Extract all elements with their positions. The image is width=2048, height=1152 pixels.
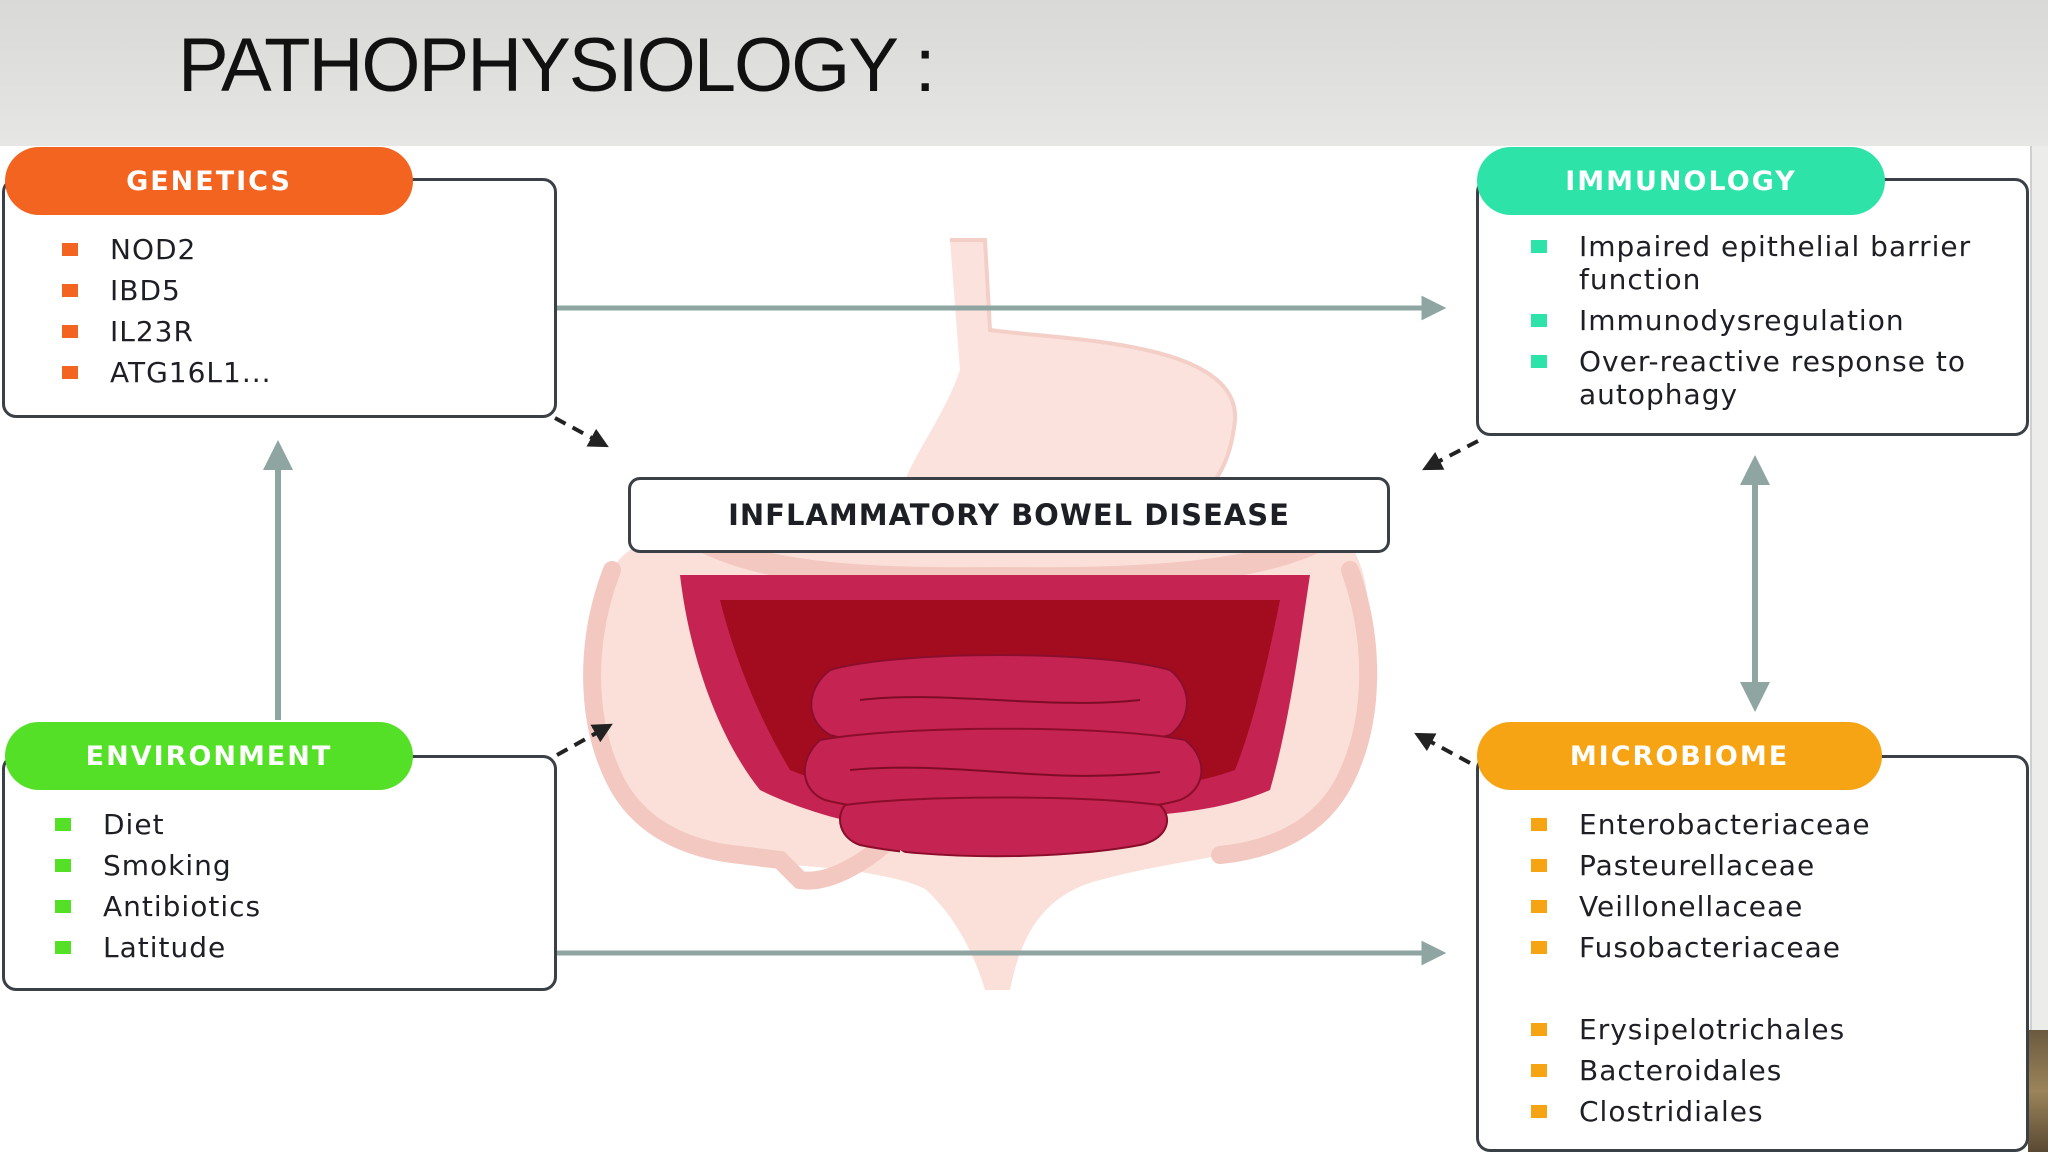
slide-title: PATHOPHYSIOLOGY : bbox=[178, 23, 936, 108]
list-item: IL23R bbox=[52, 311, 272, 352]
bullet-square-icon bbox=[62, 325, 78, 338]
bullet-square-icon bbox=[55, 941, 71, 954]
dashed-arrow-genetics-to-ibd bbox=[554, 416, 609, 448]
microbiome-increased-list: Enterobacteriaceae Pasteurellaceae Veill… bbox=[1521, 804, 1871, 968]
list-item: Latitude bbox=[45, 927, 261, 968]
bullet-square-icon bbox=[1531, 818, 1547, 831]
dashed-arrow-immunology-to-ibd bbox=[1422, 439, 1479, 471]
bullet-square-icon bbox=[55, 818, 71, 831]
list-item: ATG16L1... bbox=[52, 352, 272, 393]
bullet-square-icon bbox=[1531, 900, 1547, 913]
bullet-square-icon bbox=[1531, 859, 1547, 872]
environment-list: Diet Smoking Antibiotics Latitude bbox=[45, 804, 261, 968]
list-item: Antibiotics bbox=[45, 886, 261, 927]
list-item: Pasteurellaceae bbox=[1521, 845, 1871, 886]
environment-panel bbox=[2, 755, 557, 991]
corner-decoration bbox=[2028, 1030, 2048, 1152]
list-item: Bacteroidales bbox=[1521, 1050, 1845, 1091]
bullet-square-icon bbox=[62, 243, 78, 256]
dashed-arrow-environment-to-ibd bbox=[556, 723, 613, 757]
list-item: Clostridiales bbox=[1521, 1091, 1845, 1132]
microbiome-tag: MICROBIOME bbox=[1477, 722, 1882, 790]
bullet-square-icon bbox=[1531, 1023, 1547, 1036]
slide-title-bar bbox=[0, 0, 2048, 146]
microbiome-panel bbox=[1476, 755, 2029, 1152]
genetics-list: NOD2 IBD5 IL23R ATG16L1... bbox=[52, 229, 272, 393]
microbiome-decreased-list: Erysipelotrichales Bacteroidales Clostri… bbox=[1521, 1009, 1845, 1132]
list-item: Erysipelotrichales bbox=[1521, 1009, 1845, 1050]
genetics-tag: GENETICS bbox=[5, 147, 413, 215]
bullet-square-icon bbox=[55, 900, 71, 913]
ibd-label: INFLAMMATORY BOWEL DISEASE bbox=[628, 477, 1390, 553]
bullet-square-icon bbox=[62, 366, 78, 379]
list-item: IBD5 bbox=[52, 270, 272, 311]
immunology-tag: IMMUNOLOGY bbox=[1477, 147, 1885, 215]
list-item: Veillonellaceae bbox=[1521, 886, 1871, 927]
list-item: Immunodysregulation bbox=[1521, 304, 2021, 337]
ibd-diagram-art bbox=[263, 238, 1770, 1123]
list-item: Enterobacteriaceae bbox=[1521, 804, 1871, 845]
genetics-panel bbox=[2, 178, 557, 418]
bullet-square-icon bbox=[1531, 240, 1547, 253]
small-intestine-illustration bbox=[803, 654, 1203, 858]
list-item: Impaired epithelial barrier function bbox=[1521, 230, 2021, 296]
environment-tag: ENVIRONMENT bbox=[5, 722, 413, 790]
list-item: Fusobacteriaceae bbox=[1521, 927, 1871, 968]
list-item: NOD2 bbox=[52, 229, 272, 270]
bullet-square-icon bbox=[1531, 1064, 1547, 1077]
bullet-square-icon bbox=[62, 284, 78, 297]
dashed-arrow-microbiome-to-ibd bbox=[1414, 732, 1471, 765]
list-item: Over-reactive response to autophagy bbox=[1521, 345, 2021, 411]
slide-edge bbox=[2030, 146, 2048, 1152]
list-item: Smoking bbox=[45, 845, 261, 886]
immunology-panel bbox=[1476, 178, 2029, 436]
bullet-square-icon bbox=[1531, 941, 1547, 954]
bullet-square-icon bbox=[1531, 314, 1547, 327]
bullet-square-icon bbox=[1531, 355, 1547, 368]
colon-illustration bbox=[583, 529, 1378, 990]
list-item: Diet bbox=[45, 804, 261, 845]
immunology-list: Impaired epithelial barrier function Imm… bbox=[1521, 230, 2021, 411]
bullet-square-icon bbox=[1531, 1105, 1547, 1118]
bullet-square-icon bbox=[55, 859, 71, 872]
